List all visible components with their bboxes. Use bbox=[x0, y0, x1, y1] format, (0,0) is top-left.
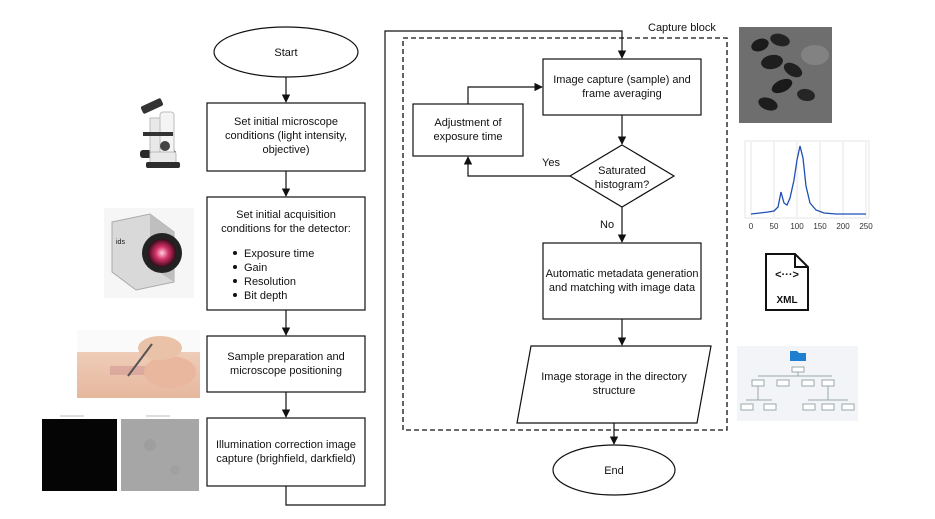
bullet-gain: Gain bbox=[244, 262, 267, 274]
xml-file-icon: <···> XML bbox=[765, 253, 809, 311]
histogram-tick-label: 50 bbox=[770, 222, 779, 231]
xml-glyph: <···> bbox=[775, 269, 799, 281]
camera-brand-marking: ids bbox=[116, 239, 125, 246]
step-exposure-adjustment: Adjustment of exposure time bbox=[412, 103, 524, 157]
histogram-curve bbox=[750, 145, 866, 215]
step-metadata-line1: Automatic metadata generation bbox=[546, 268, 699, 280]
histogram-tick-label: 0 bbox=[749, 222, 754, 231]
sample-preparation-photo bbox=[77, 330, 200, 398]
step-image-capture-line2: frame averaging bbox=[582, 88, 662, 100]
step-metadata-generation: Automatic metadata generation and matchi… bbox=[542, 242, 702, 320]
darkfield-image bbox=[42, 419, 117, 491]
step-sample-line1: Sample preparation and bbox=[227, 351, 344, 363]
step-set-acquisition: Set initial acquisition conditions for t… bbox=[206, 196, 366, 311]
bullet-exposure-time: Exposure time bbox=[244, 248, 314, 260]
step-exposure-line2: exposure time bbox=[433, 131, 502, 143]
xml-label: XML bbox=[776, 295, 797, 306]
capture-block-frame bbox=[402, 37, 728, 431]
yes-label: Yes bbox=[542, 157, 560, 169]
step-storage-line1: Image storage in the directory bbox=[541, 371, 687, 383]
microscope-image bbox=[140, 98, 180, 168]
capture-block-label: Capture block bbox=[648, 22, 716, 34]
histogram-tick-label: 100 bbox=[790, 222, 804, 231]
sample-micrograph-image bbox=[739, 27, 832, 123]
step-image-capture-line1: Image capture (sample) and bbox=[553, 74, 691, 86]
step-illumination-line2: capture (brighfield, darkfield) bbox=[216, 453, 355, 465]
brightfield-image bbox=[121, 419, 199, 491]
step-exposure-line1: Adjustment of bbox=[434, 117, 502, 129]
histogram-tick-label: 250 bbox=[859, 222, 873, 231]
bullet-bit-depth: Bit depth bbox=[244, 290, 287, 302]
histogram-tick-label: 200 bbox=[836, 222, 850, 231]
no-label: No bbox=[600, 219, 614, 231]
bullet-resolution: Resolution bbox=[244, 276, 296, 288]
histogram-tick-label: 150 bbox=[813, 222, 827, 231]
adjust-to-capture-connector bbox=[467, 82, 543, 104]
illumination-correction-images bbox=[42, 415, 199, 491]
step-illumination-line1: Illumination correction image bbox=[216, 439, 356, 451]
yes-branch-connector bbox=[463, 156, 570, 177]
decision-line1: Saturated bbox=[598, 165, 646, 177]
histogram-chart: 0 50 100 150 200 250 bbox=[744, 140, 873, 231]
step-metadata-line2: and matching with image data bbox=[549, 282, 696, 294]
camera-image: ids bbox=[104, 208, 194, 298]
end-label: End bbox=[604, 465, 624, 477]
step-acquisition-line2: conditions for the detector: bbox=[221, 223, 351, 235]
step-image-capture: Image capture (sample) and frame averagi… bbox=[542, 58, 702, 116]
step-microscope-line1: Set initial microscope bbox=[234, 116, 338, 128]
start-label: Start bbox=[274, 47, 297, 59]
step-sample-preparation: Sample preparation and microscope positi… bbox=[206, 335, 366, 393]
step-image-storage: Image storage in the directory structure bbox=[516, 345, 712, 424]
decision-line2: histogram? bbox=[595, 179, 649, 191]
connector-to-capture-block bbox=[285, 30, 627, 506]
step-acquisition-line1: Set initial acquisition bbox=[236, 209, 336, 221]
step-sample-line2: microscope positioning bbox=[230, 365, 342, 377]
start-node: Start bbox=[213, 26, 359, 78]
decision-saturated-histogram: Saturated histogram? bbox=[568, 144, 676, 208]
step-microscope-line2: conditions (light intensity, bbox=[225, 130, 347, 142]
step-microscope-line3: objective) bbox=[262, 144, 309, 156]
step-storage-line2: structure bbox=[593, 385, 636, 397]
step-set-microscope: Set initial microscope conditions (light… bbox=[206, 102, 366, 172]
folder-icon bbox=[790, 351, 806, 361]
end-node: End bbox=[552, 444, 676, 496]
directory-tree-image bbox=[737, 346, 858, 421]
step-illumination-correction: Illumination correction image capture (b… bbox=[206, 417, 366, 487]
